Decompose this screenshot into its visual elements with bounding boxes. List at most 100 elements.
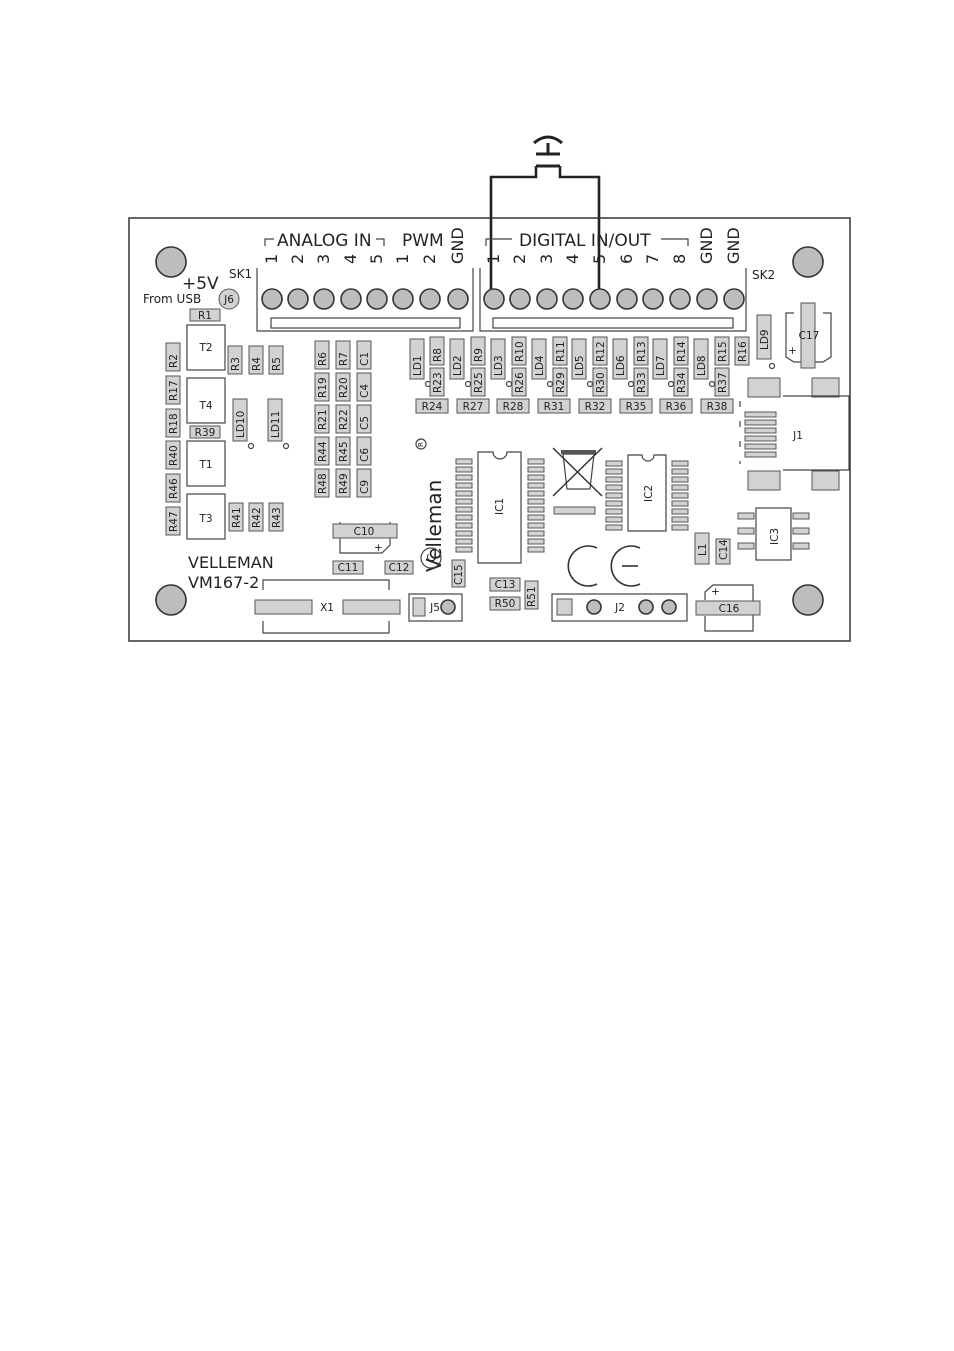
- jumper-j5: [408, 593, 463, 622]
- r1-label: R1: [198, 310, 212, 322]
- r39-label: R39: [195, 427, 216, 439]
- sk1-terminal-block: [256, 268, 474, 332]
- component-ld3: LD3: [490, 338, 513, 388]
- capacitor-c10: C10 +: [332, 522, 398, 554]
- ic1-label: IC1: [494, 498, 506, 515]
- l1-label: L1: [697, 543, 709, 556]
- resistor-r35: R35: [619, 398, 653, 414]
- component-r20: R20: [335, 372, 351, 402]
- component-r10: R10: [511, 336, 527, 366]
- resistor-r51: [524, 580, 539, 610]
- r11-label: R11: [555, 341, 567, 362]
- component-r15: R15: [714, 336, 730, 366]
- ic3-label: IC3: [769, 528, 781, 545]
- model-label: VM167-2: [188, 573, 259, 592]
- terminal-screw-pad: [419, 288, 441, 310]
- component-r46: R46: [165, 473, 181, 503]
- resistor-r32: R32: [578, 398, 612, 414]
- component-c6: C6: [356, 436, 372, 466]
- component-r29: R29: [552, 367, 568, 397]
- sk2-pin-label: GND: [697, 227, 716, 264]
- capacitor-c11: [332, 560, 364, 575]
- ld6-label: LD6: [615, 355, 627, 376]
- mounting-hole: [155, 584, 187, 616]
- sk1-pin-label: GND: [448, 227, 467, 264]
- terminal-screw-pad: [447, 288, 469, 310]
- component-r25: R25: [470, 367, 486, 397]
- component-r42: R42: [248, 502, 264, 532]
- ic3-chip: IC3: [737, 507, 810, 561]
- ld11-label: LD11: [270, 411, 282, 438]
- component-ld5: LD5: [571, 338, 594, 388]
- c14-label: C14: [718, 539, 730, 560]
- sk1-label: SK1: [229, 267, 252, 281]
- power-label: +5V: [182, 274, 219, 294]
- component-ld2: LD2: [449, 338, 472, 388]
- c13-label: C13: [495, 579, 516, 591]
- sk2-pin-label: 3: [537, 254, 556, 264]
- sk2-pin-label: 1: [484, 254, 503, 264]
- c10-label: C10: [354, 526, 375, 538]
- sk1-pin-label: 1: [262, 254, 281, 264]
- r49-label: R49: [338, 473, 350, 494]
- t1-label: T1: [198, 459, 212, 471]
- component-r34: R34: [673, 367, 689, 397]
- component-r22: R22: [335, 404, 351, 434]
- r22-label: R22: [338, 409, 350, 430]
- resistor-r50: [489, 596, 521, 611]
- r16-label: R16: [737, 341, 749, 362]
- digital-header-bracket: DIGITAL IN/OUT: [485, 231, 689, 251]
- ld2-label: LD2: [452, 355, 464, 376]
- r28-label: R28: [503, 401, 524, 413]
- r50-label: R50: [495, 598, 516, 610]
- c11-label: C11: [338, 562, 359, 574]
- r5-label: R5: [271, 357, 283, 371]
- inductor-l1: [694, 532, 710, 565]
- logo-text: Velleman: [422, 480, 446, 572]
- component-r43: R43: [268, 502, 284, 532]
- terminal-screw-pad: [366, 288, 388, 310]
- r20-label: R20: [338, 377, 350, 398]
- c17-plus: +: [788, 345, 797, 357]
- j5-label: J5: [429, 602, 440, 614]
- r7-label: R7: [338, 352, 350, 366]
- terminal-screw-pad: [340, 288, 362, 310]
- component-r48: R48: [314, 468, 330, 498]
- pwm-label: PWM: [402, 231, 444, 251]
- r45-label: R45: [338, 441, 350, 462]
- resistor-r38: R38: [700, 398, 734, 414]
- component-r18: R18: [165, 408, 181, 438]
- r40-label: R40: [168, 445, 180, 466]
- r29-label: R29: [555, 372, 567, 393]
- component-r2: R2: [165, 342, 181, 372]
- r47-label: R47: [168, 511, 180, 532]
- component-r5: R5: [268, 345, 284, 375]
- r48-label: R48: [317, 473, 329, 494]
- terminal-screw-pad: [313, 288, 335, 310]
- r23-label: R23: [432, 372, 444, 393]
- component-r47: R47: [165, 506, 181, 536]
- terminal-screw-pad: [616, 288, 638, 310]
- r46-label: R46: [168, 478, 180, 499]
- analog-header-bracket: ANALOG IN PWM: [264, 231, 444, 251]
- terminal-screw-pad: [642, 288, 664, 310]
- r2-label: R2: [168, 354, 180, 368]
- analog-in-label: ANALOG IN: [277, 231, 372, 251]
- c16-label: C16: [719, 603, 740, 615]
- r37-label: R37: [717, 372, 729, 393]
- sk2-pin-label: 7: [643, 254, 662, 264]
- capacitor-c14: [715, 538, 731, 565]
- terminal-screw-pad: [509, 288, 531, 310]
- capacitor-c16: C16 +: [695, 584, 761, 632]
- component-r30: R30: [592, 367, 608, 397]
- c9-label: C9: [359, 480, 371, 494]
- terminal-screw-pad: [392, 288, 414, 310]
- r8-label: R8: [432, 348, 444, 362]
- c10-plus: +: [374, 542, 383, 554]
- jumper-j6: [218, 288, 240, 310]
- power-source-label: From USB: [143, 292, 201, 306]
- sk2-terminal-block: [479, 268, 747, 332]
- capacitor-c12: [384, 560, 414, 575]
